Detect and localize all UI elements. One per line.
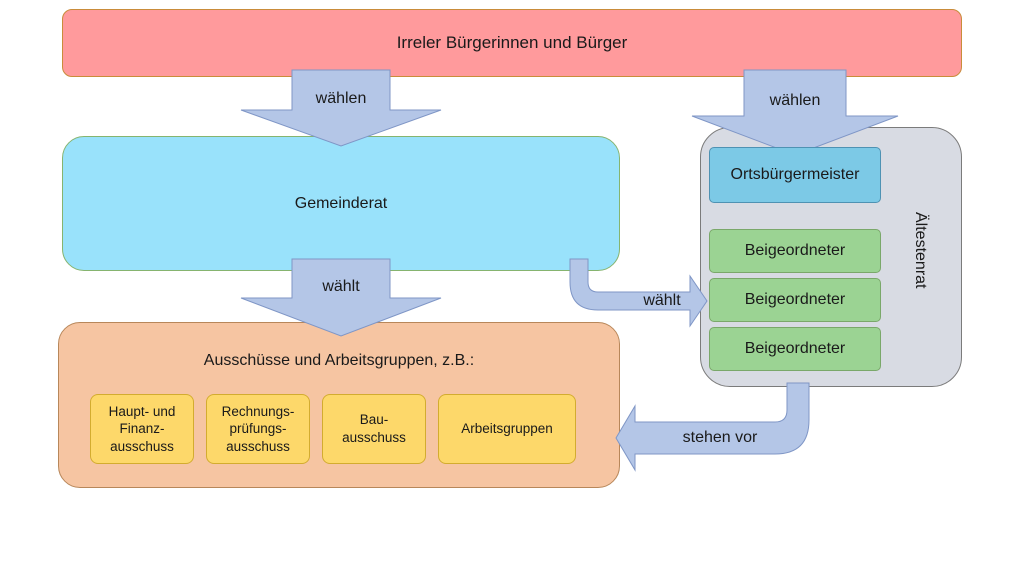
label-elect-mayor: wählen <box>769 92 821 109</box>
mayor-box: Ortsbürgermeister <box>709 147 881 203</box>
citizens-label: Irreler Bürgerinnen und Bürger <box>396 33 628 52</box>
committee-building: Bau- ausschuss <box>322 394 426 464</box>
council-box: Gemeinderat <box>62 136 620 271</box>
committees-title: Ausschüsse und Arbeitsgruppen, z.B.: <box>203 352 475 369</box>
council-label: Gemeinderat <box>294 194 388 212</box>
committee-audit: Rechnungs- prüfungs- ausschuss <box>206 394 310 464</box>
label-council-elects-deputies: wählt <box>643 292 681 309</box>
committee-working-groups: Arbeitsgruppen <box>438 394 576 464</box>
committee-finance: Haupt- und Finanz- ausschuss <box>90 394 194 464</box>
mayor-label: Ortsbürgermeister <box>730 166 860 183</box>
arrow-elders-to-committees <box>615 382 810 472</box>
arrow-council-to-committees <box>240 258 442 337</box>
deputy-3: Beigeordneter <box>709 327 881 371</box>
deputy-1: Beigeordneter <box>709 229 881 273</box>
arrow-citizens-to-mayor <box>691 69 899 156</box>
label-elect-council: wählen <box>315 90 367 107</box>
elders-council-label: Ältestenrat <box>912 211 929 289</box>
arrow-citizens-to-council <box>240 69 442 147</box>
label-elders-chair: stehen vor <box>682 429 758 446</box>
deputy-2: Beigeordneter <box>709 278 881 322</box>
label-council-elects-committees: wählt <box>322 278 360 295</box>
arrow-council-to-deputies <box>569 258 708 328</box>
citizens-box: Irreler Bürgerinnen und Bürger <box>62 9 962 77</box>
